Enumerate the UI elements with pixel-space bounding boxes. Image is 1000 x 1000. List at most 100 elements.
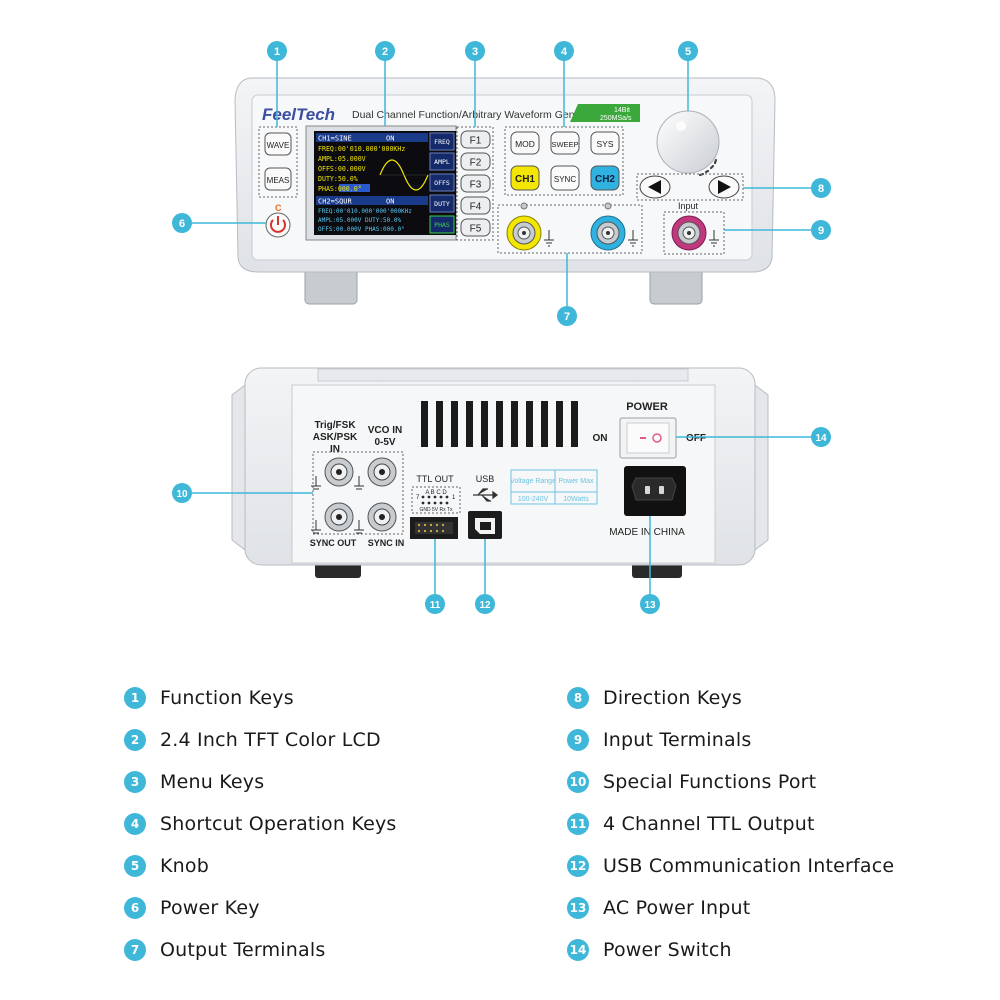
meas-button-label: MEAS (267, 176, 290, 185)
vco-in-bnc[interactable] (367, 457, 397, 487)
off-label: OFF (686, 433, 706, 444)
legend-text: Shortcut Operation Keys (160, 813, 397, 835)
ac-power-inlet[interactable] (624, 466, 686, 516)
menu-key-f1[interactable]: F1 (460, 130, 491, 149)
power-spec-table: Voltage Range Power Max 100-240V 10Watts (510, 469, 598, 505)
menu-key-f3-label: F3 (470, 180, 482, 191)
ch1-button[interactable]: CH1 (510, 165, 540, 191)
lcd-ch1-ampl: AMPL:05.000V (318, 155, 366, 163)
ch1-button-label: CH1 (515, 174, 535, 185)
menu-key-f4[interactable]: F4 (460, 196, 491, 215)
lcd-ch1-phas: PHAS:000.0° (318, 185, 362, 193)
legend-badge: 10 (567, 771, 589, 793)
usb-label: USB (476, 474, 495, 484)
lcd-tab-ampl: AMPL (434, 158, 450, 166)
right-arrow-icon (718, 180, 731, 194)
lcd-ch1-block: CH1=SINE ON FREQ:00'010.000'000KHz AMPL:… (316, 133, 429, 193)
lcd-ch1-state: ON (386, 135, 394, 143)
mod-button-label: MOD (515, 139, 535, 149)
output-terminals-outline (497, 204, 643, 254)
trig-in-bnc[interactable] (324, 457, 354, 487)
ch2-output-bnc[interactable] (590, 215, 626, 251)
ttl-pins-bottom: GND 5V Rx Tx (420, 507, 453, 513)
callout-number: 7 (564, 311, 570, 323)
legend-text: Power Switch (603, 939, 732, 961)
legend-item: 1 Function Keys (124, 684, 294, 712)
sweep-button[interactable]: SWEEP (550, 131, 580, 155)
ground-icon (311, 476, 321, 490)
power-rocker-switch[interactable] (619, 417, 677, 459)
lcd-ch1-duty: DUTY:50.0% (318, 175, 358, 183)
legend-text: 4 Channel TTL Output (603, 813, 815, 835)
legend-text: Direction Keys (603, 687, 743, 709)
legend-badge: 9 (567, 729, 589, 751)
sys-button[interactable]: SYS (590, 131, 620, 155)
menu-key-f3[interactable]: F3 (460, 174, 491, 193)
ground-icon (354, 520, 364, 534)
ch2-button[interactable]: CH2 (590, 165, 620, 191)
callout-badge: 7 (557, 306, 577, 326)
right-arrow-button[interactable] (708, 175, 740, 199)
callout-number: 8 (818, 183, 824, 195)
sync-button-label: SYNC (554, 175, 576, 184)
lcd-ch1-header: CH1=SINE (318, 135, 352, 143)
ttl-out-connector[interactable] (410, 517, 458, 539)
on-label: ON (593, 433, 608, 444)
meas-button[interactable]: MEAS (264, 167, 292, 191)
lcd-ch2-offs: OFFS:00.000V PHAS:000.0° (318, 226, 405, 233)
lcd-ch2-block: CH2=SQUR ON FREQ:00'010.000'000'000KHz A… (316, 196, 428, 233)
ground-icon (628, 230, 638, 247)
input-bnc[interactable] (671, 215, 707, 251)
legend-badge: 3 (124, 771, 146, 793)
ground-icon (544, 230, 554, 247)
sync-out-bnc[interactable] (324, 502, 354, 532)
left-arrow-button[interactable] (639, 175, 671, 199)
special-ports-outline (312, 451, 404, 535)
callout-number: 13 (644, 600, 656, 611)
usb-icon (473, 488, 498, 502)
vco-label-1: VCO IN (368, 425, 402, 436)
legend-badge: 6 (124, 897, 146, 919)
wave-button[interactable]: WAVE (264, 132, 292, 156)
ch2-output-led (604, 202, 612, 210)
ch1-output-led (520, 202, 528, 210)
vco-label-2: 0-5V (374, 437, 395, 448)
menu-key-f2-label: F2 (470, 158, 482, 169)
legend-badge: 4 (124, 813, 146, 835)
function-keys-outline (258, 126, 298, 198)
ch1-output-bnc[interactable] (506, 215, 542, 251)
spec-bits: 14Bit (614, 107, 630, 114)
lcd-tab-offs: OFFS (434, 179, 450, 187)
power-switch-label: POWER (626, 401, 668, 413)
menu-key-f5-label: F5 (470, 224, 482, 235)
trig-label-3: IN (330, 444, 340, 455)
power-button[interactable] (265, 212, 291, 238)
sys-button-label: SYS (596, 139, 613, 149)
menu-key-f5[interactable]: F5 (460, 218, 491, 237)
sync-button[interactable]: SYNC (550, 165, 580, 191)
menu-key-f2[interactable]: F2 (460, 152, 491, 171)
legend-badge: 7 (124, 939, 146, 961)
callout-badge: 5 (678, 41, 698, 61)
mod-button[interactable]: MOD (510, 131, 540, 155)
legend-badge: 13 (567, 897, 589, 919)
ttl-pin-left: 7 (416, 495, 420, 501)
legend-badge: 1 (124, 687, 146, 709)
trig-label-1: Trig/FSK (314, 420, 356, 431)
legend-text: Function Keys (160, 687, 294, 709)
usb-b-port[interactable] (468, 511, 502, 539)
power-indicator-label: C (275, 203, 282, 213)
sync-in-bnc[interactable] (367, 502, 397, 532)
ttl-pinout-outline (411, 486, 461, 514)
ttl-pins-top: A B C D (425, 490, 447, 496)
lcd-tab-phas: PHAS (434, 221, 450, 229)
made-in-label: MADE IN CHINA (609, 527, 685, 538)
